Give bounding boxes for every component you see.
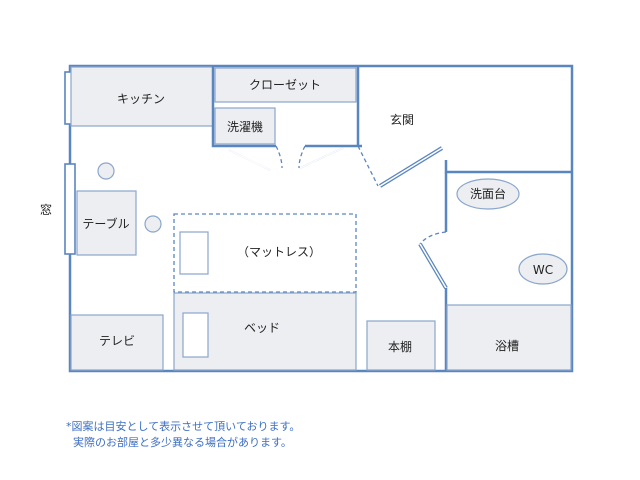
wc <box>518 253 568 285</box>
mattress-pillow <box>179 231 209 275</box>
chair-top <box>97 162 115 180</box>
kitchen-label: キッチン <box>117 92 165 106</box>
bookshelf <box>366 320 436 371</box>
window-label: 窓 <box>40 202 52 217</box>
chair-right <box>144 215 162 233</box>
tv-label: テレビ <box>99 334 135 348</box>
bathtub <box>446 304 572 371</box>
entrance-swing <box>357 145 379 187</box>
washer-label: 洗濯機 <box>227 119 263 134</box>
bathtub-label: 浴槽 <box>495 339 519 353</box>
entrance-label: 玄関 <box>390 112 414 127</box>
table <box>76 190 137 256</box>
tv-stand <box>70 314 164 371</box>
bed-pillow <box>182 312 209 358</box>
mattress <box>173 213 357 293</box>
kitchen-counter <box>70 66 214 127</box>
wc-label: WC <box>533 263 553 277</box>
closet-wall <box>211 66 276 148</box>
bookshelf-label: 本棚 <box>388 339 412 354</box>
closet <box>214 67 357 103</box>
closet-label: クローゼット <box>249 78 321 92</box>
washstand-label: 洗面台 <box>470 186 506 201</box>
mattress-label: （マットレス） <box>237 245 321 259</box>
note-line-1: *図案は目安として表示させて頂いております。 <box>66 420 301 433</box>
bed-label: ベッド <box>244 321 280 335</box>
washer <box>214 107 276 145</box>
note-line-2: 実際のお部屋と多少異なる場合があります。 <box>73 436 292 449</box>
table-label: テーブル <box>82 216 129 231</box>
bath-wall-top <box>444 160 572 174</box>
window-left <box>64 163 76 255</box>
washstand <box>456 178 520 210</box>
